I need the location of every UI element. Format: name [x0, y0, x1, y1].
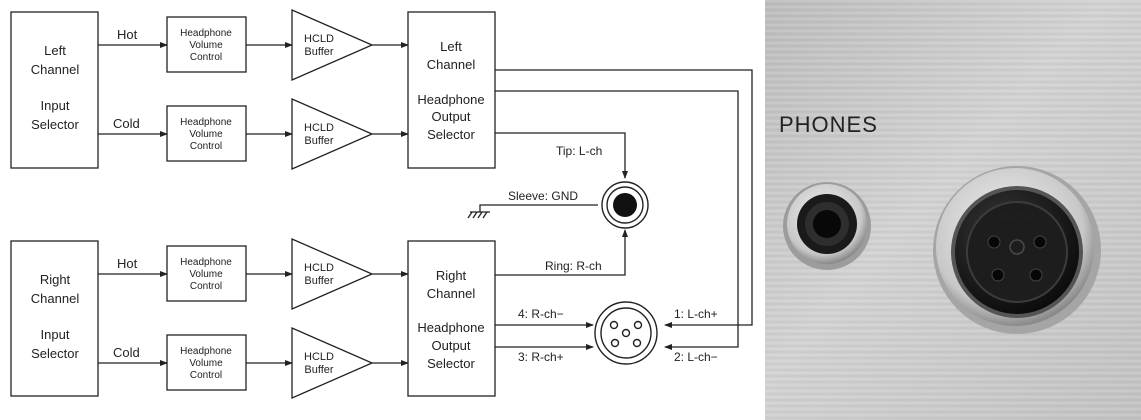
svg-text:Output: Output — [431, 338, 470, 353]
phones-label: PHONES — [779, 112, 878, 137]
svg-text:Left: Left — [44, 43, 66, 58]
left-hot-buffer-shape — [291, 9, 374, 81]
ground-symbol — [467, 211, 490, 219]
svg-text:Right: Right — [40, 272, 71, 287]
svg-text:Headphone: Headphone — [180, 28, 232, 39]
svg-text:Selector: Selector — [427, 127, 475, 142]
svg-text:Buffer: Buffer — [304, 46, 333, 58]
left-hot-label: Hot — [117, 27, 138, 42]
svg-text:Headphone: Headphone — [180, 117, 232, 128]
svg-text:Selector: Selector — [31, 346, 79, 361]
svg-text:Channel: Channel — [31, 291, 80, 306]
pin1-wire — [495, 69, 753, 328]
pin3-label: 3: R-ch+ — [518, 350, 564, 364]
svg-text:Right: Right — [436, 268, 467, 283]
svg-text:Headphone: Headphone — [417, 92, 484, 107]
left-hot-buffer-label: HCLD Buffer — [304, 33, 334, 58]
left-cold-label: Cold — [113, 116, 140, 131]
pin2-wire — [495, 90, 739, 350]
xlr-connector-icon — [594, 301, 658, 365]
sleeve-label: Sleeve: GND — [508, 189, 578, 203]
block-diagram: Left Channel Input Selector Hot Cold Hea… — [10, 9, 753, 399]
left-output-selector-label: Left Channel Headphone Output Selector — [417, 39, 484, 142]
left-output-selector-box — [407, 11, 496, 169]
xlr-jack: NEUTRIK — [933, 166, 1101, 334]
svg-text:HCLD: HCLD — [304, 262, 334, 274]
svg-text:Channel: Channel — [427, 57, 476, 72]
svg-text:HCLD: HCLD — [304, 33, 334, 45]
right-input-selector-label: Right Channel Input Selector — [31, 272, 80, 361]
svg-text:HCLD: HCLD — [304, 351, 334, 363]
svg-text:Control: Control — [190, 281, 222, 292]
svg-text:Volume: Volume — [189, 40, 223, 51]
svg-text:Buffer: Buffer — [304, 135, 333, 147]
tip-wire — [495, 132, 628, 179]
svg-text:Control: Control — [190, 52, 222, 63]
svg-text:Buffer: Buffer — [304, 364, 333, 376]
pin4-label: 4: R-ch− — [518, 307, 564, 321]
right-hot-label: Hot — [117, 256, 138, 271]
svg-text:Input: Input — [41, 327, 70, 342]
ring-wire — [495, 229, 628, 276]
ring-label: Ring: R-ch — [545, 259, 602, 273]
left-cold-buffer-label: HCLD Buffer — [304, 122, 334, 147]
quarter-inch-jack — [783, 182, 871, 270]
left-input-selector-label: Left Channel Input Selector — [31, 43, 80, 132]
right-hot-buffer-label: HCLD Buffer — [304, 262, 334, 287]
right-input-selector-box — [10, 240, 99, 397]
svg-text:Control: Control — [190, 370, 222, 381]
left-cold-volume-label: Headphone Volume Control — [180, 117, 232, 152]
tip-label: Tip: L-ch — [556, 144, 602, 158]
svg-text:HCLD: HCLD — [304, 122, 334, 134]
left-cold-buffer-shape — [291, 98, 374, 170]
svg-text:Volume: Volume — [189, 358, 223, 369]
right-output-selector-label: Right Channel Headphone Output Selector — [417, 268, 484, 371]
svg-text:Volume: Volume — [189, 129, 223, 140]
svg-text:Input: Input — [41, 98, 70, 113]
svg-text:Channel: Channel — [427, 286, 476, 301]
svg-text:Channel: Channel — [31, 62, 80, 77]
svg-text:Selector: Selector — [427, 356, 475, 371]
right-hot-volume-label: Headphone Volume Control — [180, 257, 232, 292]
pin2-label: 2: L-ch− — [674, 350, 718, 364]
left-input-selector-box — [10, 11, 99, 169]
right-cold-buffer-label: HCLD Buffer — [304, 351, 334, 376]
left-hot-volume-label: Headphone Volume Control — [180, 28, 232, 63]
headphone-jack-icon — [601, 181, 649, 229]
svg-text:Control: Control — [190, 141, 222, 152]
front-panel-photo: PHONES NEUTRIK — [765, 0, 1141, 420]
svg-text:Volume: Volume — [189, 269, 223, 280]
right-hot-buffer-shape — [291, 238, 374, 310]
xlr-brand-text: NEUTRIK — [999, 213, 1035, 222]
right-cold-volume-label: Headphone Volume Control — [180, 346, 232, 381]
svg-text:Output: Output — [431, 109, 470, 124]
svg-text:Headphone: Headphone — [180, 257, 232, 268]
svg-text:Buffer: Buffer — [304, 275, 333, 287]
svg-text:Headphone: Headphone — [180, 346, 232, 357]
right-cold-buffer-shape — [291, 327, 374, 399]
svg-text:Left: Left — [440, 39, 462, 54]
pin1-label: 1: L-ch+ — [674, 307, 718, 321]
svg-text:Headphone: Headphone — [417, 320, 484, 335]
sleeve-wire — [479, 204, 598, 212]
svg-text:Selector: Selector — [31, 117, 79, 132]
right-cold-label: Cold — [113, 345, 140, 360]
right-output-selector-box — [407, 240, 496, 397]
